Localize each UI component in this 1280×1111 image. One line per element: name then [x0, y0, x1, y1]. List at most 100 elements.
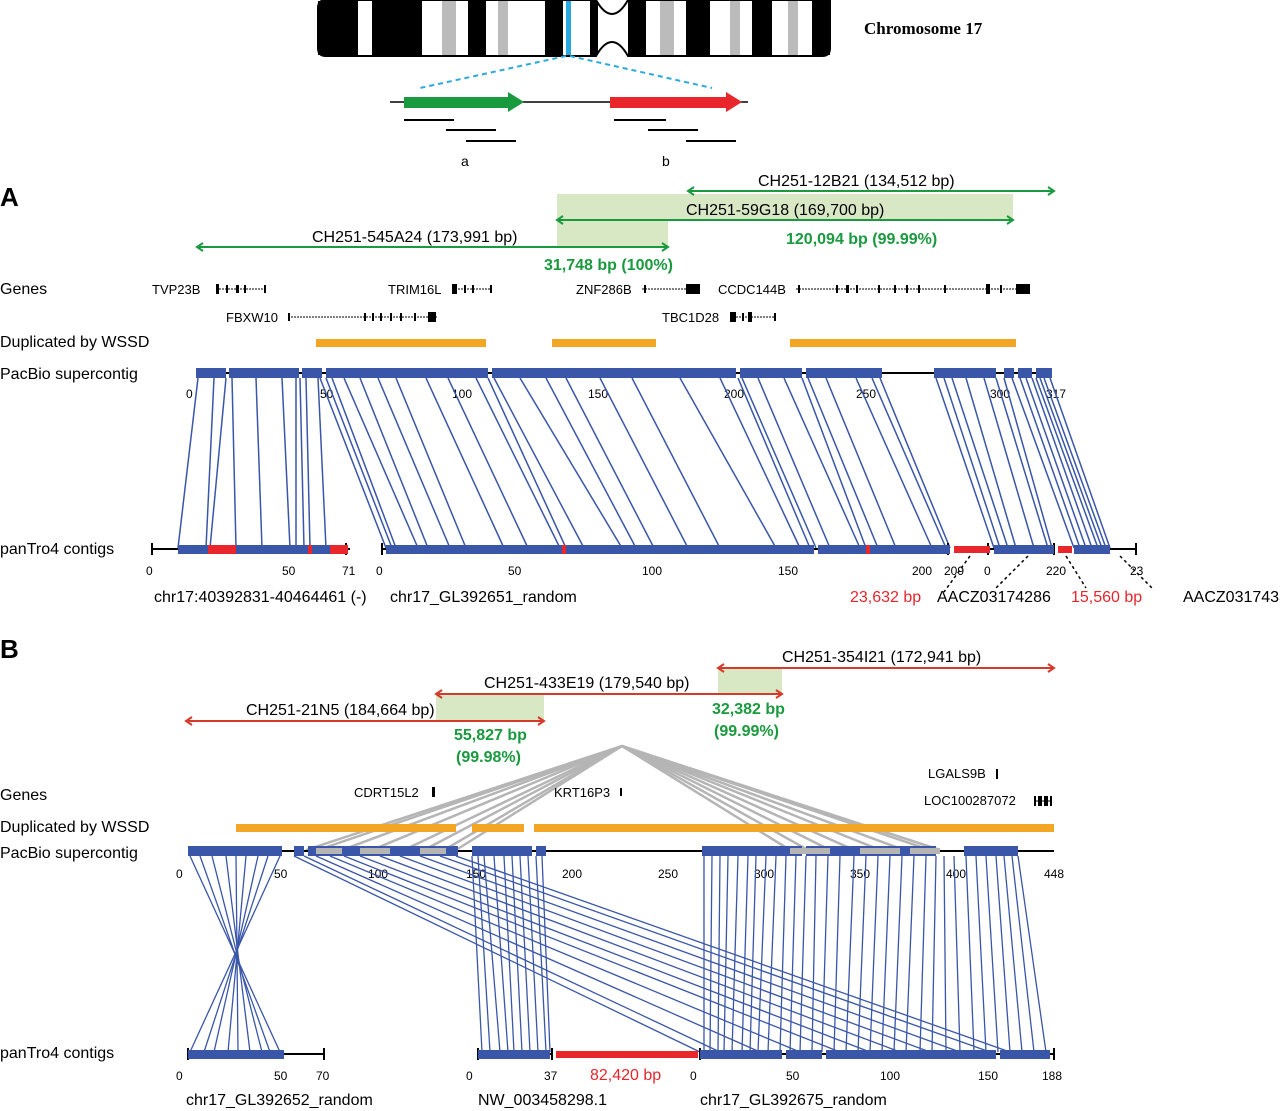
- contig-name-a4: AACZ03174334: [1183, 589, 1280, 606]
- svg-text:200: 200: [912, 564, 932, 578]
- svg-text:50: 50: [786, 1069, 800, 1083]
- svg-text:0: 0: [146, 564, 153, 578]
- pacbio-ticks-b: 0 50 100 150 200 250 300 350 400 448: [176, 867, 1064, 881]
- clone-label-354i21: CH251-354I21 (172,941 bp): [782, 649, 981, 666]
- overlap-label-120094: 120,094 bp (99.99%): [786, 231, 937, 248]
- svg-text:150: 150: [778, 564, 798, 578]
- pacbio-row-label-b: PacBio supercontig: [0, 845, 138, 862]
- gene-model-cdrt15l2: [432, 787, 435, 797]
- zoom-connector-right: [569, 55, 713, 89]
- wssd-row-label-b: Duplicated by WSSD: [0, 819, 149, 836]
- gap-blocks-a: [208, 545, 1072, 554]
- genes-row-label-b: Genes: [0, 787, 47, 804]
- inversion-fan-lines: [305, 744, 941, 852]
- pantro-row-label-b: panTro4 contigs: [0, 1045, 114, 1062]
- svg-text:50: 50: [508, 564, 522, 578]
- zoom-connector-left: [419, 55, 567, 89]
- chromosome-label: Chromosome 17: [864, 19, 983, 38]
- svg-text:50: 50: [274, 867, 288, 881]
- read-label-b: b: [662, 153, 670, 169]
- pacbio-blocks-a: [196, 368, 1052, 378]
- clone-label-545a24: CH251-545A24 (173,991 bp): [312, 229, 517, 246]
- gene-model-lgals9b: [996, 769, 998, 779]
- genes-row-label-a: Genes: [0, 281, 47, 298]
- svg-text:250: 250: [856, 387, 876, 401]
- wssd-row-label-a: Duplicated by WSSD: [0, 334, 149, 351]
- duplication-schematic: [390, 92, 748, 142]
- svg-text:188: 188: [1042, 1069, 1062, 1083]
- svg-text:0: 0: [186, 387, 193, 401]
- overlap-shade-433e19-21n5: [436, 694, 544, 721]
- gene-loc100287072: LOC100287072: [924, 793, 1016, 808]
- gene-tvp23b: TVP23B: [152, 282, 200, 297]
- gene-trim16l: TRIM16L: [388, 282, 441, 297]
- gap-block-82420: [556, 1051, 698, 1058]
- svg-text:0: 0: [466, 1069, 473, 1083]
- overlap-label-31748: 31,748 bp (100%): [544, 257, 673, 274]
- svg-text:0: 0: [690, 1069, 697, 1083]
- svg-text:100: 100: [368, 867, 388, 881]
- svg-text:209: 209: [944, 564, 964, 578]
- svg-text:70: 70: [316, 1069, 330, 1083]
- clone-arrows-a: [195, 186, 1056, 252]
- clone-label-433e19: CH251-433E19 (179,540 bp): [484, 675, 689, 692]
- contig-blocks-a: [178, 545, 1110, 554]
- overlap-pct-32382: (99.99%): [714, 723, 779, 740]
- svg-text:0: 0: [984, 564, 991, 578]
- overlap-pct-55827: (99.98%): [456, 749, 521, 766]
- gene-exons-a: [216, 284, 1030, 322]
- gene-model-krt16p3: [620, 788, 622, 796]
- svg-text:0: 0: [176, 1069, 183, 1083]
- wssd-bars-b: [236, 824, 1054, 832]
- svg-text:23: 23: [1130, 564, 1144, 578]
- gene-krt16p3: KRT16P3: [554, 785, 610, 800]
- panel-a-letter: A: [0, 182, 19, 212]
- chromosome-ideogram: [317, 0, 831, 57]
- svg-text:71: 71: [342, 564, 356, 578]
- clone-label-59g18: CH251-59G18 (169,700 bp): [686, 202, 884, 219]
- overlap-shade-354i21-433e19: [718, 668, 782, 694]
- svg-text:37: 37: [544, 1069, 558, 1083]
- clone-label-21n5: CH251-21N5 (184,664 bp): [246, 702, 435, 719]
- wssd-bars-a: [316, 339, 1016, 347]
- svg-text:50: 50: [282, 564, 296, 578]
- overlap-label-32382: 32,382 bp: [712, 701, 785, 718]
- alignment-lines-b: [189, 855, 1047, 1053]
- svg-text:100: 100: [642, 564, 662, 578]
- contig-ticks-b: 0 50 70 0 37 0 50 100 150 188: [176, 1069, 1062, 1083]
- gene-model-loc100287072: [1034, 796, 1052, 806]
- svg-text:250: 250: [658, 867, 678, 881]
- alignment-lines-a: [177, 377, 1111, 549]
- locus-marker: [566, 1, 571, 55]
- contig-name-b3: chr17_GL392675_random: [700, 1092, 887, 1109]
- pacbio-row-label-a: PacBio supercontig: [0, 366, 138, 383]
- contig-blocks-b: [188, 1050, 1050, 1059]
- gap-label-82420: 82,420 bp: [590, 1067, 661, 1084]
- contig-name-a2: chr17_GL392651_random: [390, 589, 577, 606]
- contig-name-a3: AACZ03174286: [937, 589, 1051, 606]
- overlap-shade-59g18-545a24: [557, 220, 668, 247]
- read-label-a: a: [461, 153, 469, 169]
- gap-label-23632: 23,632 bp: [850, 589, 921, 606]
- overlap-label-55827: 55,827 bp: [454, 727, 527, 744]
- svg-text:300: 300: [754, 867, 774, 881]
- svg-text:150: 150: [588, 387, 608, 401]
- contig-name-a1: chr17:40392831-40464461 (-): [154, 589, 367, 606]
- contig-name-b1: chr17_GL392652_random: [186, 1092, 373, 1109]
- svg-text:448: 448: [1044, 867, 1064, 881]
- svg-text:50: 50: [274, 1069, 288, 1083]
- gap-label-15560: 15,560 bp: [1071, 589, 1142, 606]
- gene-fbxw10: FBXW10: [226, 310, 278, 325]
- svg-text:0: 0: [376, 564, 383, 578]
- gap-leaders-a: [943, 555, 1155, 593]
- svg-text:400: 400: [946, 867, 966, 881]
- gene-lgals9b: LGALS9B: [928, 766, 986, 781]
- svg-text:100: 100: [880, 1069, 900, 1083]
- gene-ccdc144b: CCDC144B: [718, 282, 786, 297]
- pantro-row-label-a: panTro4 contigs: [0, 541, 114, 558]
- svg-text:200: 200: [562, 867, 582, 881]
- pacbio-inverted-segments-b: [316, 848, 940, 854]
- panel-b-letter: B: [0, 634, 19, 664]
- svg-text:0: 0: [176, 867, 183, 881]
